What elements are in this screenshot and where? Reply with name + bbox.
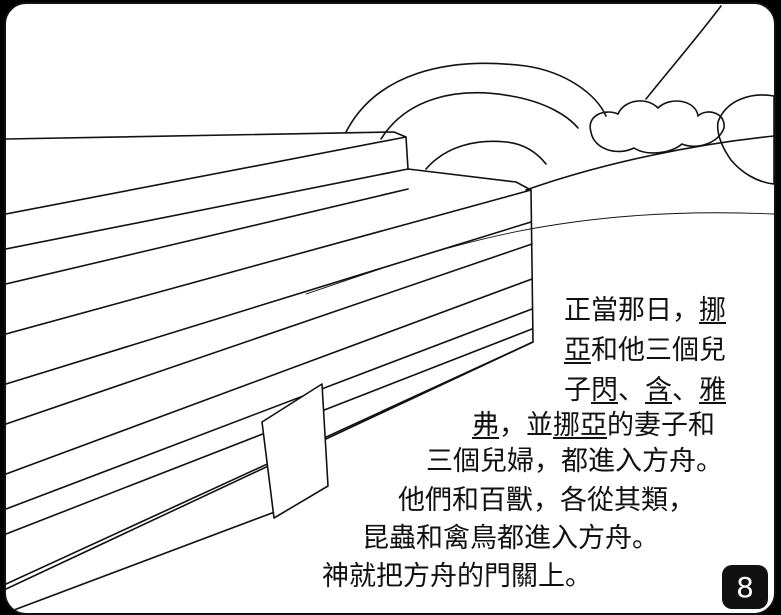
cloud-right: [716, 94, 774, 185]
upper-deck-edge: [405, 136, 409, 170]
upper-deck-plank2: [6, 188, 409, 285]
hull-plank1: [6, 221, 532, 385]
upper-deck-top: [6, 131, 407, 215]
story-line-6: 他們和百獸，各從其類，: [398, 485, 695, 516]
rainbow-arc-small: [425, 140, 547, 170]
hull-plank2: [6, 243, 533, 425]
ground-line: [305, 212, 774, 295]
ark-line-art: [6, 5, 774, 613]
story-line-5: 三個兒婦，都進入方舟。: [426, 446, 723, 477]
ark-door: [261, 383, 329, 519]
rainbow-arc-outer: [345, 62, 607, 133]
distant-hill: [645, 5, 722, 100]
story-line-3: 子閃、含、雅: [564, 375, 726, 406]
cloud: [589, 100, 725, 154]
story-line-1: 正當那日，挪: [564, 295, 726, 326]
page-number-badge: 8: [722, 565, 768, 609]
illustration-panel: 正當那日，挪 亞和他三個兒 子閃、含、雅 弗，並挪亞的妻子和 三個兒婦，都進入方…: [4, 2, 776, 615]
hill-line: [525, 135, 774, 191]
story-line-2: 亞和他三個兒: [564, 335, 726, 366]
hull-plank3: [6, 278, 533, 475]
rainbow-arc-inner: [380, 92, 579, 140]
page-number: 8: [736, 570, 754, 604]
main-deck-top: [6, 168, 532, 335]
hull-lower: [6, 503, 297, 613]
story-line-8: 神就把方舟的門關上。: [322, 561, 592, 592]
hull-plank4: [6, 308, 533, 510]
story-line-7: 昆蟲和禽鳥都進入方舟。: [362, 523, 659, 554]
story-line-4: 弗，並挪亞的妻子和: [472, 410, 715, 441]
upper-deck-plank1: [6, 168, 409, 250]
